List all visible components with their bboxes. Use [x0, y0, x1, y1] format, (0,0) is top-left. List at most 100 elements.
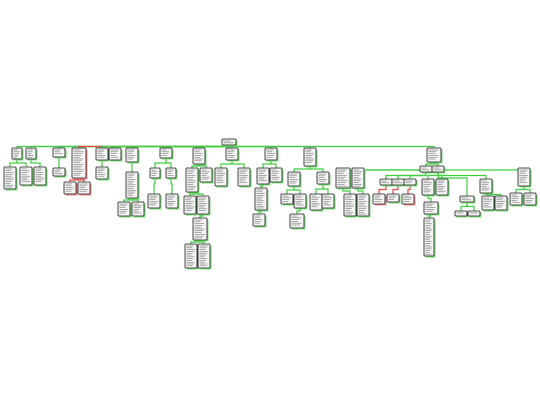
- tree-node: [131, 201, 146, 218]
- node-box: [52, 147, 66, 158]
- tree-node: [184, 243, 199, 270]
- node-box: [401, 193, 415, 205]
- node-box: [431, 165, 445, 173]
- tree-node: [391, 178, 406, 187]
- tree-edge: [228, 145, 435, 148]
- tree-node: [71, 147, 88, 180]
- tree-node: [401, 193, 416, 206]
- tree-edge: [293, 186, 301, 194]
- tree-edge: [165, 158, 172, 168]
- node-box: [351, 167, 365, 189]
- tree-node: [303, 147, 318, 168]
- tree-edge: [231, 160, 245, 168]
- tree-node: [77, 181, 92, 196]
- tree-node: [147, 193, 162, 210]
- tree-edge: [409, 172, 427, 179]
- tree-node: [52, 167, 67, 178]
- node-box: [192, 147, 206, 165]
- tree-node: [454, 210, 469, 218]
- tree-node: [256, 167, 271, 186]
- node-box: [467, 210, 481, 217]
- tree-node: [509, 192, 524, 207]
- tree-edge: [437, 168, 525, 172]
- tree-node: [517, 167, 532, 188]
- node-box: [221, 138, 237, 146]
- tree-node: [423, 217, 436, 258]
- tree-node: [293, 193, 308, 210]
- tree-edge: [270, 160, 277, 168]
- tree-node: [379, 178, 394, 187]
- node-box: [419, 165, 433, 173]
- tree-node: [459, 195, 476, 204]
- node-box: [391, 178, 405, 186]
- tree-edge: [16, 159, 27, 167]
- tree-node: [214, 167, 229, 188]
- tree-node: [199, 167, 214, 184]
- tree-node: [33, 166, 48, 187]
- tree-node: [403, 178, 418, 187]
- tree-node: [421, 178, 436, 197]
- node-box: [256, 167, 270, 185]
- tree-node: [52, 147, 67, 159]
- tree-node: [192, 217, 209, 242]
- tree-node: [196, 195, 211, 216]
- tree-node: [108, 147, 123, 162]
- tree-node: [165, 167, 178, 180]
- tree-edge: [407, 185, 411, 194]
- tree-node: [63, 181, 78, 196]
- tree-edge: [392, 185, 399, 194]
- node-box: [309, 193, 323, 211]
- tree-edge: [170, 178, 173, 194]
- node-box: [435, 178, 449, 196]
- node-box: [421, 178, 435, 196]
- tree-node: [316, 171, 331, 186]
- tree-node: [467, 210, 482, 218]
- node-box: [280, 193, 294, 205]
- tree-node: [165, 193, 180, 210]
- tree-node: [237, 167, 252, 188]
- tree-node: [25, 147, 38, 161]
- tree-node: [280, 193, 295, 206]
- tree-node: [431, 165, 446, 174]
- node-box: [165, 167, 177, 179]
- node-box: [379, 178, 393, 186]
- tree-node: [494, 195, 509, 212]
- tree-node: [221, 138, 238, 147]
- tree-node: [252, 213, 267, 228]
- tree-node: [125, 147, 140, 164]
- tree-node: [419, 165, 434, 174]
- tree-edge: [437, 172, 487, 179]
- tree-edge: [153, 178, 156, 194]
- tree-node: [95, 166, 110, 181]
- tree-node: [117, 201, 132, 218]
- tree-node: [95, 147, 110, 162]
- tree-node: [185, 167, 200, 194]
- tree-node: [19, 166, 34, 187]
- tree-node: [183, 195, 198, 216]
- tree-node: [335, 167, 352, 190]
- tree-node: [192, 147, 207, 166]
- tree-node: [343, 193, 358, 218]
- tree-node: [197, 243, 212, 270]
- node-box: [372, 193, 386, 205]
- tree-node: [481, 195, 496, 212]
- tree-node: [351, 167, 366, 190]
- node-box: [403, 178, 417, 186]
- tree-node: [435, 178, 450, 197]
- tree-edge: [523, 186, 531, 193]
- node-box: [335, 167, 351, 189]
- tree-edge: [357, 168, 427, 172]
- tree-node: [426, 147, 443, 164]
- node-box: [149, 167, 161, 179]
- tree-node: [149, 167, 162, 180]
- tree-node: [523, 192, 538, 207]
- node-box: [454, 210, 468, 217]
- tree-node: [386, 193, 401, 204]
- tree-edge: [378, 185, 387, 194]
- tree-node: [423, 201, 440, 216]
- tree-node: [254, 187, 269, 212]
- node-layer: [3, 138, 538, 270]
- tree-node: [3, 166, 18, 191]
